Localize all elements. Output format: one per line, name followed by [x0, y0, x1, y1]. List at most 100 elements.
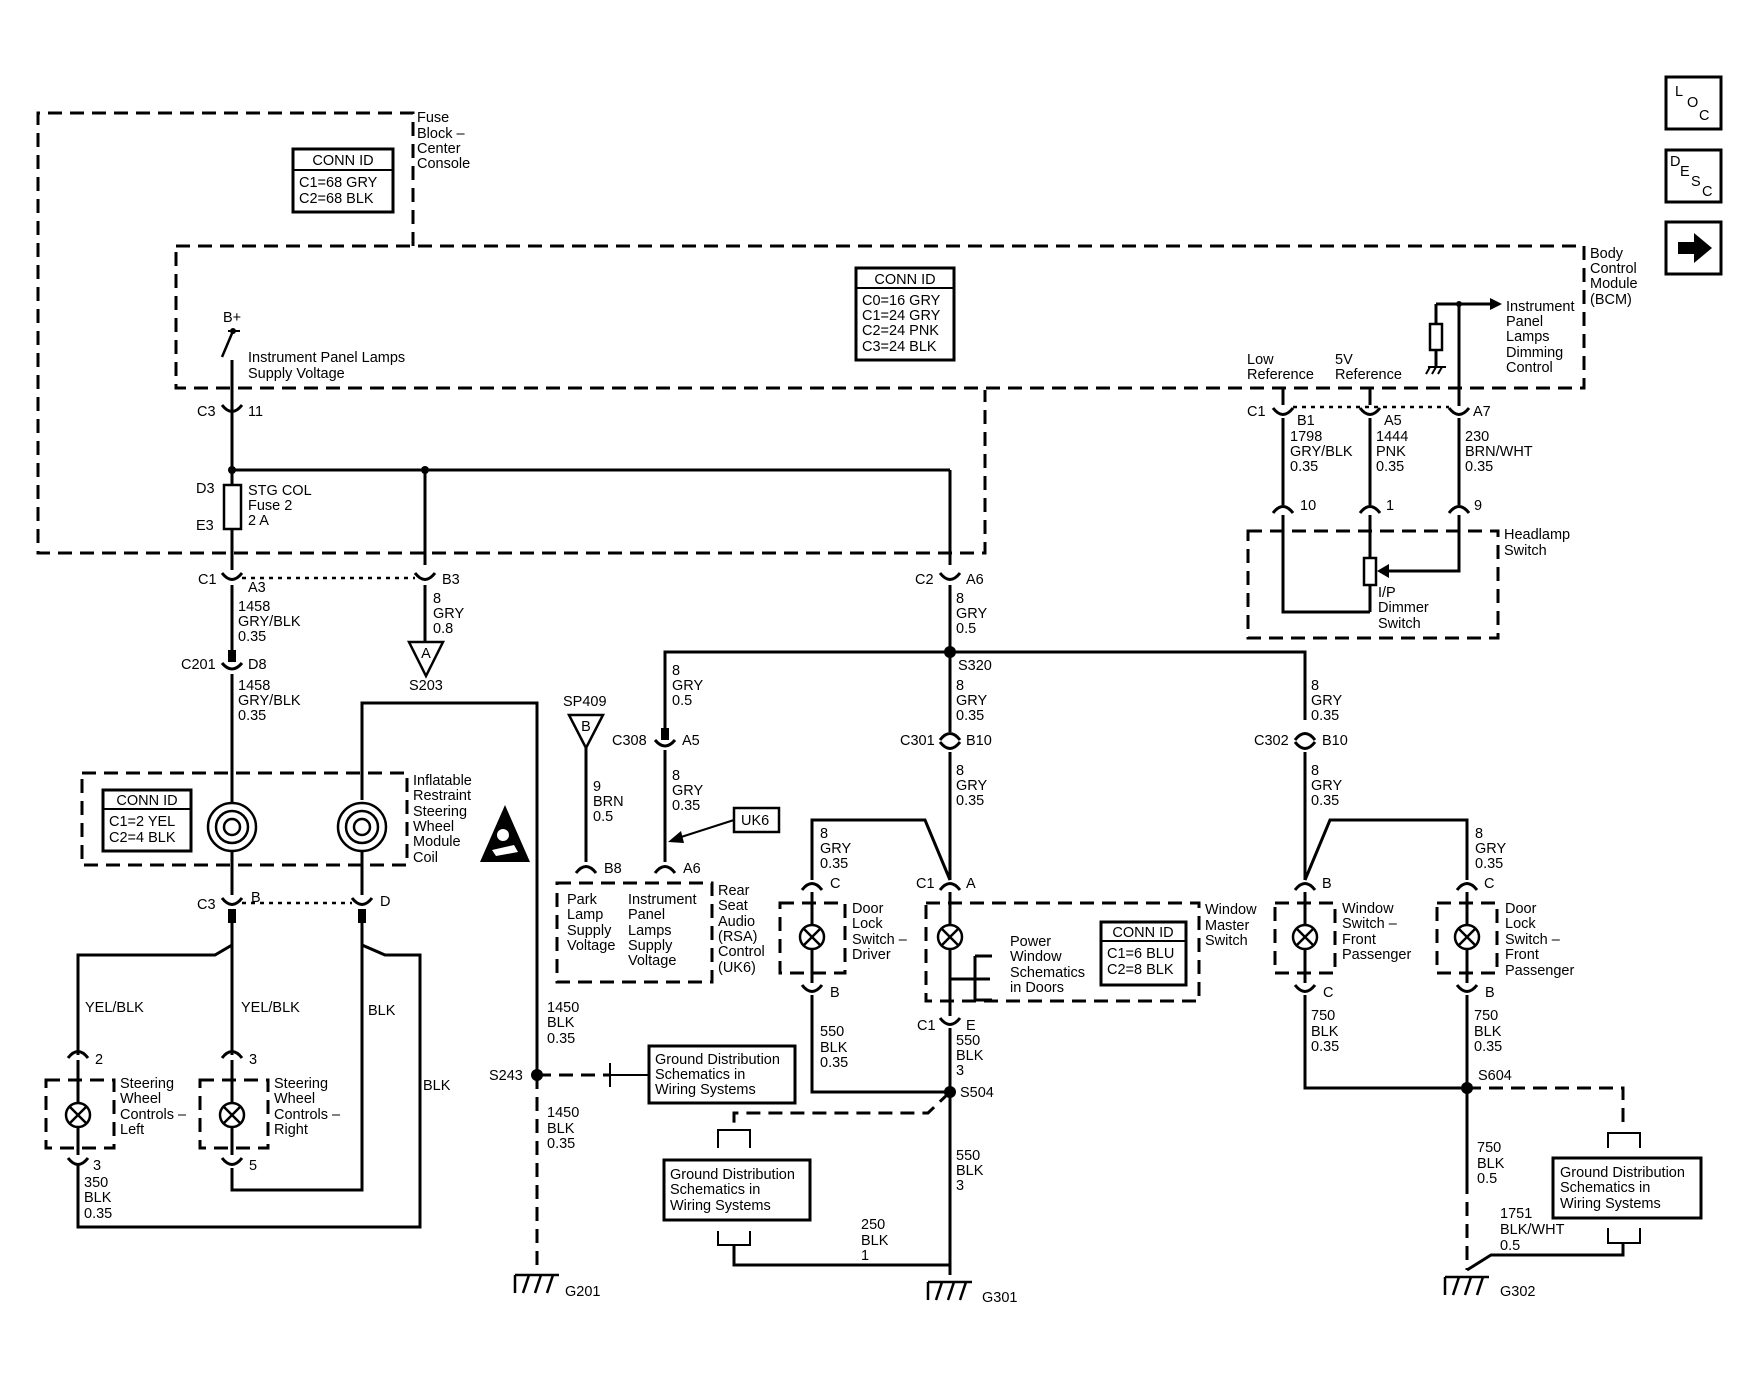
uk6-option-tag: UK6: [668, 806, 781, 843]
svg-text:0.5: 0.5: [593, 809, 613, 825]
steering-control-right: 3 5: [198, 1050, 270, 1174]
svg-text:G302: G302: [1500, 1284, 1535, 1300]
svg-text:BLK: BLK: [956, 1163, 984, 1179]
connector-c1-b1-a5-a7: C1 B1 A5 A7: [1247, 404, 1491, 429]
window-master-label: Window Master Switch: [1205, 902, 1257, 949]
ground-g302: G302: [1443, 1275, 1535, 1300]
desc-button[interactable]: D E S C: [1664, 148, 1723, 204]
svg-text:Switch –: Switch –: [1505, 932, 1561, 948]
wire-label-750-window-fp: 750 BLK 0.35: [1311, 1008, 1339, 1055]
svg-text:1: 1: [1386, 498, 1394, 514]
wire-label-1444: 1444 PNK 0.35: [1376, 429, 1408, 475]
svg-text:Ground Distribution: Ground Distribution: [670, 1167, 795, 1183]
wire-right-control-return: [230, 923, 364, 1192]
svg-text:C0=16 GRY: C0=16 GRY: [862, 293, 941, 309]
ground-ref-s604[interactable]: Ground Distribution Schematics in Wiring…: [1551, 1156, 1703, 1220]
door-lock-fp: C B: [1435, 876, 1499, 1001]
svg-text:A: A: [966, 876, 976, 892]
svg-text:1751: 1751: [1500, 1206, 1532, 1222]
wire-label-1751: 1751 BLK/WHT 0.5: [1500, 1206, 1565, 1254]
svg-text:B8: B8: [604, 861, 622, 877]
wire-label-s320-down: 8 GRY 0.35: [956, 678, 987, 724]
svg-text:Window: Window: [1010, 949, 1062, 965]
svg-text:Door: Door: [1505, 901, 1537, 917]
svg-text:A5: A5: [1384, 413, 1402, 429]
svg-text:Steering: Steering: [274, 1076, 328, 1092]
svg-text:0.35: 0.35: [1311, 708, 1339, 724]
wire-label-550-driver: 550 BLK 0.35: [820, 1024, 848, 1071]
svg-text:S320: S320: [958, 658, 992, 674]
svg-text:Steering: Steering: [413, 804, 467, 820]
svg-text:Lamps: Lamps: [1506, 329, 1550, 345]
svg-text:L: L: [1675, 84, 1683, 100]
svg-text:Switch –: Switch –: [1342, 916, 1398, 932]
svg-text:STG COL: STG COL: [248, 483, 312, 499]
bcm-label: Body Control Module (BCM): [1590, 246, 1638, 308]
fuse-stg-col: D3 E3 STG COL Fuse 2 2 A: [196, 470, 312, 570]
svg-text:A: A: [421, 646, 431, 662]
svg-text:Dimming: Dimming: [1506, 345, 1563, 361]
svg-text:GRY: GRY: [956, 606, 987, 622]
svg-text:BLK: BLK: [547, 1015, 575, 1031]
wire-label-b3: 8 GRY 0.8: [433, 591, 464, 637]
s243-splice: S243: [489, 1068, 543, 1084]
ground-ref-s243[interactable]: Ground Distribution Schematics in Wiring…: [647, 1044, 797, 1105]
svg-text:S243: S243: [489, 1068, 523, 1084]
svg-text:550: 550: [956, 1148, 980, 1164]
rsa-park-label: Park Lamp Supply Voltage: [567, 892, 615, 954]
svg-text:(BCM): (BCM): [1590, 292, 1632, 308]
svg-text:C3=24 BLK: C3=24 BLK: [862, 339, 937, 355]
svg-text:GRY: GRY: [672, 678, 703, 694]
svg-text:GRY/BLK: GRY/BLK: [238, 693, 301, 709]
svg-text:E: E: [1680, 164, 1690, 180]
svg-text:Switch: Switch: [1378, 616, 1421, 632]
svg-text:3: 3: [249, 1052, 257, 1068]
svg-text:C: C: [1702, 184, 1712, 200]
next-page-button[interactable]: [1664, 220, 1723, 276]
svg-text:Park: Park: [567, 892, 598, 908]
bcm-dimming-output: [1425, 298, 1502, 406]
svg-text:BLK: BLK: [547, 1121, 575, 1137]
svg-text:GRY: GRY: [1311, 778, 1342, 794]
svg-text:BLK: BLK: [820, 1040, 848, 1056]
ground-ref-s504[interactable]: Ground Distribution Schematics in Wiring…: [662, 1158, 812, 1222]
svg-text:GRY: GRY: [672, 783, 703, 799]
wire-250-blk: [732, 1245, 950, 1267]
clockspring-left: [206, 801, 258, 853]
svg-text:GRY: GRY: [956, 693, 987, 709]
svg-text:0.35: 0.35: [547, 1031, 575, 1047]
svg-text:B10: B10: [1322, 733, 1348, 749]
svg-text:I/P: I/P: [1378, 585, 1396, 601]
svg-text:C302: C302: [1254, 733, 1289, 749]
bcm-low-ref-label: Low Reference: [1247, 352, 1314, 383]
fuse-block-outline: [36, 111, 987, 555]
wire-label-550-master: 550 BLK 3: [956, 1033, 984, 1079]
steering-control-right-label: Steering Wheel Controls – Right: [274, 1076, 341, 1138]
svg-text:0.35: 0.35: [547, 1136, 575, 1152]
headlamp-pins: 10 1 9: [1271, 498, 1482, 514]
loc-button[interactable]: L O C: [1664, 75, 1723, 131]
wire-label-c308-bot: 8 GRY 0.35: [672, 768, 703, 814]
svg-text:C1: C1: [917, 1018, 936, 1034]
svg-text:C: C: [1484, 876, 1494, 892]
svg-text:CONN ID: CONN ID: [116, 793, 177, 809]
svg-text:Dimmer: Dimmer: [1378, 600, 1429, 616]
door-lock-driver-label: Door Lock Switch – Driver: [852, 901, 908, 963]
window-master-conn-id: CONN ID C1=6 BLU C2=8 BLK: [1099, 920, 1188, 987]
svg-text:Control: Control: [1506, 360, 1553, 376]
wire-label-c308-top: 8 GRY 0.5: [672, 663, 703, 709]
svg-text:Ground Distribution: Ground Distribution: [1560, 1165, 1685, 1181]
wire-s320-bus: [665, 650, 1307, 720]
window-switch-fp: B C: [1273, 876, 1337, 1001]
wire-label-door-driver: 8 GRY 0.35: [820, 826, 851, 872]
svg-text:8: 8: [1311, 763, 1319, 779]
svg-text:Supply Voltage: Supply Voltage: [248, 366, 345, 382]
svg-text:G301: G301: [982, 1290, 1017, 1306]
bcm-5v-ref-label: 5V Reference: [1335, 352, 1402, 383]
wire-label-a6: 8 GRY 0.5: [956, 591, 987, 637]
s203-offpage: A S203: [406, 640, 446, 694]
svg-text:8: 8: [956, 763, 964, 779]
svg-text:Lock: Lock: [1505, 916, 1536, 932]
svg-text:Inflatable: Inflatable: [413, 773, 472, 789]
svg-text:C1: C1: [198, 572, 217, 588]
